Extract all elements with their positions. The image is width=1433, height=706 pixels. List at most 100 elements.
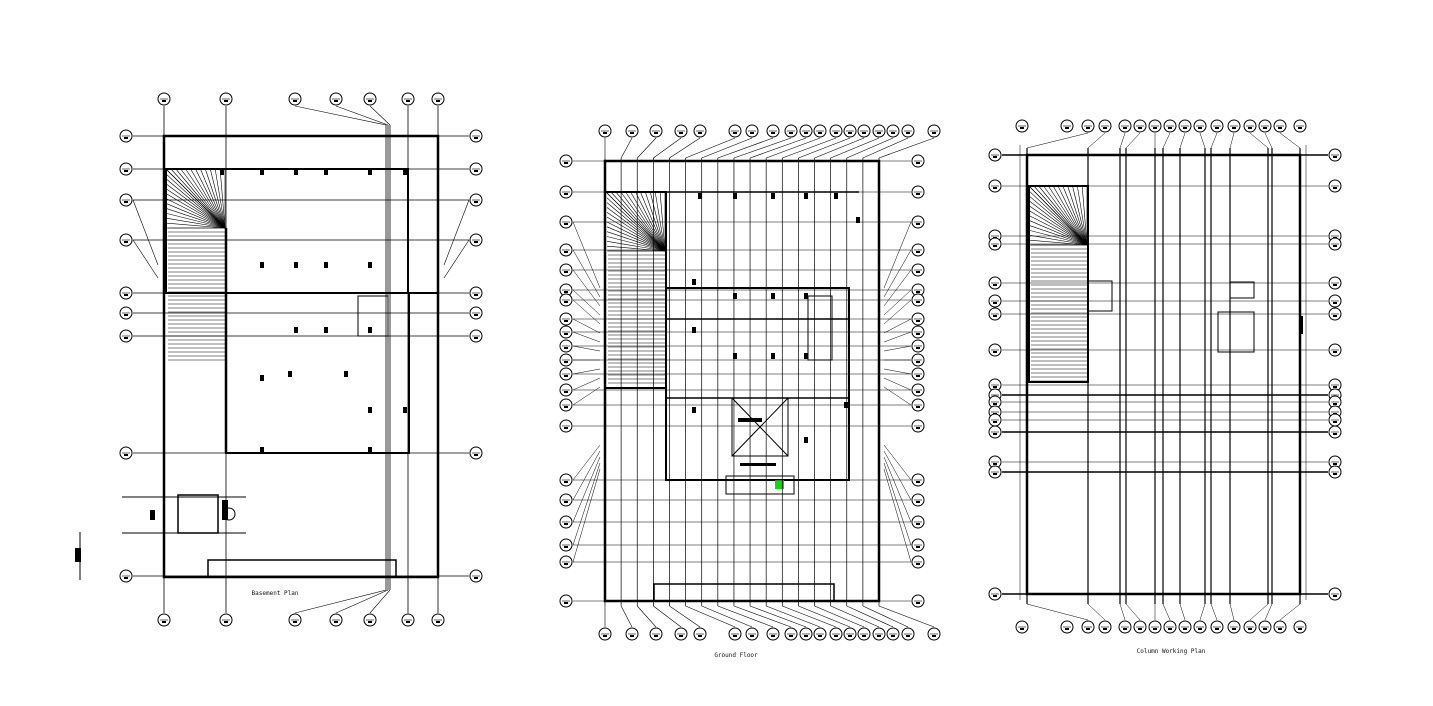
grid-bubble-top	[401, 92, 415, 106]
grid-bubble-top	[329, 92, 343, 106]
grid-bubble-top	[1133, 119, 1147, 133]
grid-bubble-top	[1118, 119, 1132, 133]
basement-grid-lines	[119, 92, 483, 627]
column	[368, 262, 372, 268]
grid-bubble-left	[988, 294, 1002, 308]
grid-bubble-bottom	[1243, 620, 1257, 634]
grid-bubble-bottom	[1163, 620, 1177, 634]
grid-bubble-left	[988, 395, 1002, 409]
column	[403, 407, 407, 413]
grid-bubble-right	[911, 312, 925, 326]
ground-staircase	[606, 192, 666, 384]
grid-bubble-right	[1328, 179, 1342, 193]
grid-bubble-right	[911, 473, 925, 487]
grid-bubble-bottom	[1258, 620, 1272, 634]
grid-bubble-bottom	[843, 627, 857, 641]
grid-bubble-right	[911, 185, 925, 199]
grid-bubble-top	[813, 124, 827, 138]
column	[692, 327, 696, 333]
grid-bubble-top	[1227, 119, 1241, 133]
grid-bubble-right	[1328, 294, 1342, 308]
basement-plan-title: Basement Plan	[252, 590, 299, 597]
column-plan-title: Column Working Plan	[1137, 648, 1206, 655]
grid-bubble-right	[911, 339, 925, 353]
grid-bubble-bottom	[1178, 620, 1192, 634]
grid-bubble-left	[119, 306, 133, 320]
grid-bubble-top	[872, 124, 886, 138]
grid-bubble-left	[559, 154, 573, 168]
grid-bubble-bottom	[784, 627, 798, 641]
grid-bubble-right	[911, 263, 925, 277]
grid-bubble-bottom	[693, 627, 707, 641]
grid-bubble-left	[988, 425, 1002, 439]
basement-small-stair	[357, 295, 389, 337]
column	[288, 371, 292, 377]
column	[403, 169, 407, 175]
grid-bubble-left	[988, 237, 1002, 251]
grid-bubble-bottom	[1015, 620, 1029, 634]
grid-bubble-top	[901, 124, 915, 138]
grid-bubble-top	[674, 124, 688, 138]
grid-bubble-right	[469, 162, 483, 176]
grid-bubble-bottom	[401, 613, 415, 627]
grid-bubble-left	[119, 162, 133, 176]
grid-bubble-right	[911, 515, 925, 529]
grid-bubble-top	[1178, 119, 1192, 133]
grid-bubble-bottom	[288, 613, 302, 627]
grid-bubble-bottom	[799, 627, 813, 641]
grid-bubble-right	[911, 154, 925, 168]
grid-bubble-top	[1293, 119, 1307, 133]
column-plan-stair-hall	[1028, 185, 1089, 383]
grid-bubble-top	[649, 124, 663, 138]
grid-bubble-right	[911, 383, 925, 397]
grid-bubble-left	[119, 233, 133, 247]
grid-bubble-left	[988, 413, 1002, 427]
grid-bubble-top	[431, 92, 445, 106]
grid-bubble-right	[469, 569, 483, 583]
grid-bubble-top	[1081, 119, 1095, 133]
grid-bubble-top	[784, 124, 798, 138]
grid-bubble-bottom	[901, 627, 915, 641]
grid-bubble-bottom	[1210, 620, 1224, 634]
grid-bubble-left	[988, 378, 1002, 392]
column	[260, 262, 264, 268]
grid-bubble-left	[119, 329, 133, 343]
column	[856, 217, 860, 223]
grid-bubble-right	[1328, 307, 1342, 321]
grid-bubble-top	[766, 124, 780, 138]
grid-bubble-top	[1193, 119, 1207, 133]
grid-bubble-right	[1328, 148, 1342, 162]
grid-bubble-left	[559, 515, 573, 529]
column	[294, 262, 298, 268]
grid-bubble-right	[911, 594, 925, 608]
column	[834, 193, 838, 199]
column	[733, 193, 737, 199]
column-plan-staircase	[1029, 186, 1088, 382]
grid-bubble-left	[559, 398, 573, 412]
basement-upper-room	[165, 168, 409, 294]
grid-bubble-right	[1328, 425, 1342, 439]
column-working-plan: Column Working Plan	[988, 119, 1342, 655]
grid-bubble-left	[559, 312, 573, 326]
grid-bubble-right	[469, 329, 483, 343]
grid-bubble-bottom	[1273, 620, 1287, 634]
grid-bubble-top	[843, 124, 857, 138]
grid-bubble-bottom	[927, 627, 941, 641]
grid-bubble-bottom	[625, 627, 639, 641]
column	[771, 193, 775, 199]
grid-bubble-bottom	[1060, 620, 1074, 634]
column	[692, 279, 696, 285]
grid-bubble-bottom	[1227, 620, 1241, 634]
ground-entry-stair	[725, 475, 795, 495]
grid-bubble-right	[469, 193, 483, 207]
grid-bubble-top	[927, 124, 941, 138]
column	[771, 293, 775, 299]
grid-bubble-right	[911, 538, 925, 552]
column	[698, 193, 702, 199]
grid-bubble-left	[559, 353, 573, 367]
grid-bubble-left	[988, 179, 1002, 193]
column	[294, 169, 298, 175]
grid-bubble-bottom	[674, 627, 688, 641]
column	[220, 169, 224, 175]
grid-bubble-top	[288, 92, 302, 106]
